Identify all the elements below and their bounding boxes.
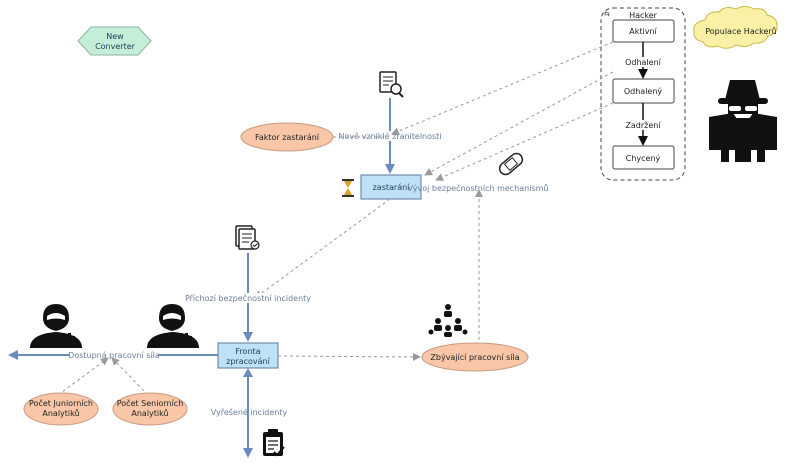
link-aktivni-zranitelnosti <box>391 41 614 136</box>
bandage-icon <box>498 152 524 176</box>
collapse-icon[interactable]: ⇆ <box>604 10 610 18</box>
populace-hackeru[interactable]: Populace Hackerů <box>693 6 778 49</box>
pocet-senior-label-2: Analytiků <box>131 408 168 418</box>
link-zastarani-incidenty <box>254 198 391 299</box>
populace-hackeru-label: Populace Hackerů <box>705 26 777 36</box>
vyresene-label: Vyřešené incidenty <box>211 407 288 417</box>
state-chyceny-label: Chycený <box>626 154 661 163</box>
vyresene-back-arrow <box>243 368 253 377</box>
fronta-zpracovani-stock[interactable]: Fronta zpracování <box>217 342 279 369</box>
transition-zadrzeni-label: Zadržení <box>625 121 661 130</box>
transition-odhaleni-label: Odhalení <box>625 58 662 67</box>
zastarani-stock[interactable]: zastarání <box>360 174 422 200</box>
prichozi-label: Příchozí bezpečnostní incidenty <box>185 293 311 303</box>
faktor-zastarani[interactable]: Faktor zastarání <box>240 122 334 152</box>
team-icon <box>428 304 468 337</box>
pocet-junior[interactable]: Počet Juniorních Analytiků <box>23 392 99 426</box>
state-chyceny[interactable] <box>612 145 675 170</box>
analyst-icon-left <box>30 304 82 348</box>
new-converter[interactable]: New Converter <box>77 26 152 56</box>
incident-document-icon <box>235 225 260 250</box>
fronta-label-1: Fronta <box>235 347 260 356</box>
clipboard-check-icon <box>263 429 285 457</box>
link-junior <box>57 357 109 396</box>
dostupna-label: Dostupná pracovní síla <box>68 351 160 360</box>
pocet-junior-label-2: Analytiků <box>42 408 79 418</box>
hourglass-icon <box>342 179 354 197</box>
hacker-spy-icon <box>709 80 777 162</box>
zbyvajici-label: Zbývající pracovní síla <box>430 353 519 362</box>
new-converter-label-1: New <box>106 32 124 41</box>
pocet-senior[interactable]: Počet Seniorních Analytiků <box>112 392 188 426</box>
pocet-junior-label-1: Počet Juniorních <box>29 398 93 408</box>
zastarani-stock-label: zastarání <box>373 183 411 192</box>
pocet-senior-label-1: Počet Seniorních <box>117 398 184 408</box>
fronta-label-2: zpracování <box>226 357 270 366</box>
search-document-icon <box>379 71 404 98</box>
link-senior <box>111 357 149 396</box>
nove-zranitelnosti-label: Nově vzniklé zranitelnosti <box>338 131 441 141</box>
hacker-group[interactable]: Hacker ⇆ Aktivní Odhalený Chycený Odhale… <box>600 7 686 181</box>
state-aktivni-label: Aktivní <box>629 27 657 36</box>
analyst-icon-right <box>147 304 199 348</box>
link-odhaleny-zastarani <box>435 102 614 181</box>
link-fronta-zbyvajici <box>277 352 421 361</box>
state-odhaleny-label: Odhalený <box>624 87 663 96</box>
faktor-zastarani-label: Faktor zastarání <box>255 133 320 142</box>
zbyvajici-sila[interactable]: Zbývající pracovní síla <box>421 342 529 372</box>
hacker-group-title: Hacker <box>629 11 658 20</box>
new-converter-label-2: Converter <box>95 42 136 51</box>
vyvoj-label: Vývoj bezpečnostních mechanismů <box>408 183 549 193</box>
